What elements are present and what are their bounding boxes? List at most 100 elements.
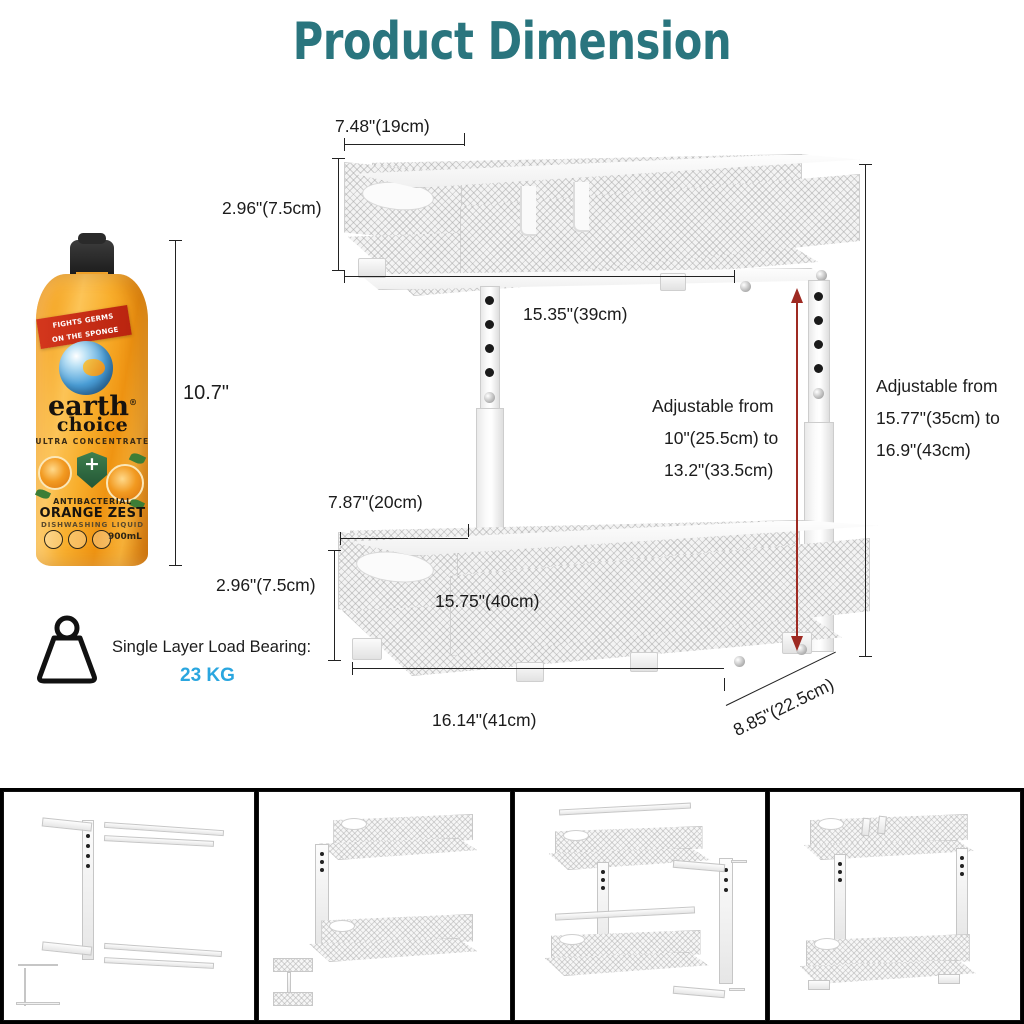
load-bearing-value: 23 KG [180, 665, 235, 686]
bottle-volume: 900mL [108, 532, 142, 542]
t1-rail-2 [103, 835, 215, 847]
t4-left-hole-3 [837, 878, 842, 882]
base-length-tick-right [724, 678, 725, 691]
thumbnail-finished-rack[interactable] [768, 791, 1021, 1021]
t3-bottom-handle [558, 934, 585, 945]
brand-name-secondary: choice [56, 414, 129, 436]
t4-left-hole-2 [837, 870, 842, 874]
top-shelf-length-label: 15.35"(39cm) [520, 304, 631, 325]
tier-gap-label-line-3: 13.2"(33.5cm) [664, 460, 774, 480]
bottle-certification-badges [44, 530, 111, 549]
bottom-foot-mid-1 [516, 662, 544, 682]
top-width-tick-left [344, 138, 345, 151]
globe-icon [59, 341, 113, 395]
bottom-foot-left [352, 638, 382, 660]
bottom-foot-mid-2 [630, 652, 658, 672]
t2-mini-bottom [273, 992, 314, 1006]
t4-left-post [833, 854, 846, 946]
post-hole-3 [485, 344, 494, 353]
top-shelf-bracket-left [358, 258, 386, 278]
t1-rail-1 [103, 821, 225, 837]
utensil-hook-1 [520, 186, 536, 236]
utensil-hook-2 [573, 182, 589, 232]
top-height-tick-top [332, 158, 345, 159]
t2-hole-2 [320, 860, 325, 864]
bottle-height-line [175, 240, 176, 565]
orange-slice-left-icon [38, 456, 72, 490]
bottom-height-line [334, 550, 335, 660]
brand-word-earth: earth [48, 391, 129, 422]
t1-hole-4 [86, 864, 90, 868]
thumbnail-exploded-assembly[interactable] [513, 791, 766, 1021]
australian-made-badge-icon [92, 530, 111, 549]
tier-gap-arrow-down [791, 636, 803, 651]
bottom-shelf-width-label: 7.87"(20cm) [328, 492, 423, 512]
t1-rail-3 [103, 942, 223, 958]
t1-hole-1 [86, 834, 90, 838]
right-post-hole-4 [814, 364, 823, 373]
top-shelf-width-label: 7.48"(19cm) [335, 116, 430, 136]
t2-bottom-handle [329, 920, 356, 932]
t1-rail-4 [103, 957, 215, 969]
t1-mini-post [24, 968, 26, 1006]
top-shelf-screw-1 [740, 281, 751, 292]
t1-hole-3 [86, 854, 90, 858]
top-height-line [338, 158, 339, 270]
t4-top-handle [817, 818, 844, 830]
bottle-tagline: ULTRA CONCENTRATE [35, 437, 150, 446]
registered-mark: ® [129, 397, 137, 407]
t3-post-hole-1 [600, 870, 605, 874]
post-hole-1 [485, 296, 494, 305]
brand-name-primary: earth® [30, 390, 155, 422]
post-hole-4 [485, 368, 494, 377]
t1-mini-top [18, 964, 58, 966]
bottom-width-line [340, 538, 468, 539]
t2-mini-top [273, 958, 314, 972]
top-shelf-bracket-mid [660, 273, 686, 291]
t3-right-hole-2 [723, 878, 728, 882]
total-height-line [865, 164, 866, 656]
t4-right-hole-2 [959, 864, 964, 868]
thumbnail-assembly-parts[interactable] [3, 791, 256, 1021]
t3-post-hole-3 [600, 886, 605, 890]
orange-slice-right-icon [106, 464, 144, 502]
load-bearing-label: Single Layer Load Bearing: [112, 638, 312, 656]
tier-gap-arrow-shaft [796, 300, 798, 636]
thumbnail-assembled-rack[interactable] [258, 791, 511, 1021]
t4-right-hole-3 [959, 872, 964, 876]
t1-mini-base [16, 1002, 60, 1005]
bottle-type-line-1: ANTIBACTERIAL [53, 497, 132, 506]
right-post-upper [808, 280, 830, 430]
t3-mid-plate [554, 906, 695, 921]
t3-screw-2 [728, 988, 745, 991]
t4-left-hole-1 [837, 862, 842, 866]
bottom-height-tick-bottom [328, 660, 341, 661]
bottle-type-line-3: DISHWASHING LIQUID [41, 521, 144, 529]
t3-top-handle [562, 830, 589, 841]
t4-hook-2 [876, 815, 887, 835]
t2-hole-3 [320, 868, 325, 872]
weight-icon [37, 615, 97, 684]
bottom-shelf-inner-length-label: 15.75"(40cm) [435, 591, 540, 611]
top-shelf-screw-2 [816, 270, 827, 281]
right-post-hole-3 [814, 340, 823, 349]
t4-bottom-handle [813, 938, 840, 950]
t3-post-hole-2 [600, 878, 605, 882]
bottom-height-tick-top [328, 550, 341, 551]
post-screw-center [484, 392, 495, 403]
total-height-label-line-1: Adjustable from [876, 376, 998, 396]
top-width-line [344, 144, 464, 145]
bottom-shelf-height-label: 2.96"(7.5cm) [216, 575, 316, 595]
vegan-badge-icon [68, 530, 87, 549]
tier-gap-label-line-1: Adjustable from [652, 396, 774, 416]
t3-connector-arm [672, 859, 725, 873]
top-length-line [344, 276, 734, 277]
bottle-height-label: 10.7" [183, 382, 230, 404]
total-height-label-line-3: 16.9"(43cm) [876, 440, 971, 460]
top-length-tick-right [734, 270, 735, 283]
bottom-width-tick-right [468, 524, 469, 537]
base-length-label-text: 16.14"(41cm) [432, 710, 537, 730]
t3-right-hole-3 [723, 888, 728, 892]
t4-right-hole-1 [959, 856, 964, 860]
t3-screw-1 [730, 860, 747, 863]
